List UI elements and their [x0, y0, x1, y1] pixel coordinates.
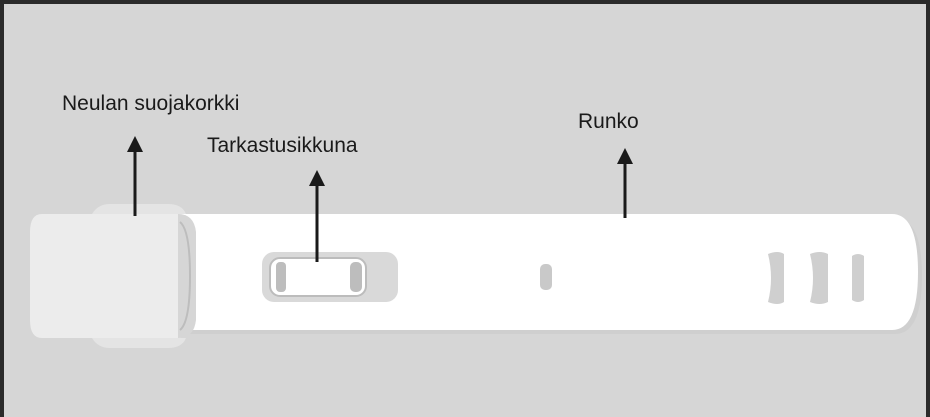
arrow-needle-cap [127, 136, 143, 216]
arrow-body [617, 148, 633, 218]
inspection-window [262, 252, 398, 302]
needle-cap-label: Neulan suojakorkki [62, 92, 240, 115]
arrow-inspection-window [309, 170, 325, 262]
needle-cap [30, 204, 196, 348]
body-label: Runko [578, 110, 639, 133]
body-mark [540, 264, 552, 290]
body-grip-ridges [768, 252, 864, 304]
inspection-window-label: Tarkastusikkuna [207, 134, 358, 157]
